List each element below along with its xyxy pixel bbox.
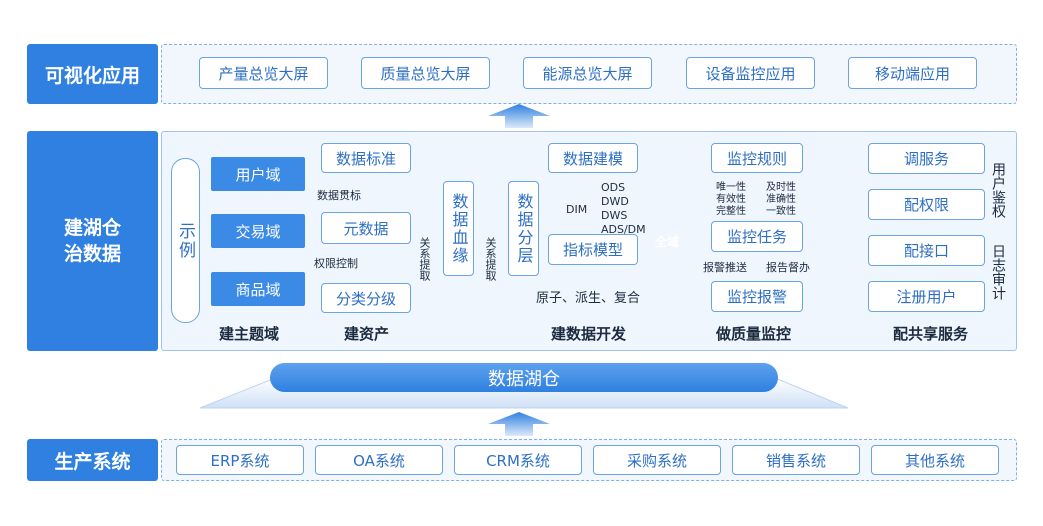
app-energy-dashboard[interactable]: 能源总览大屏 bbox=[523, 57, 652, 89]
props-right: 及时性 准确性 一致性 bbox=[766, 182, 796, 217]
share-call-service[interactable]: 调服务 bbox=[868, 143, 985, 174]
domain-product[interactable]: 商品域 bbox=[211, 272, 305, 306]
domain-user[interactable]: 用户域 bbox=[211, 157, 305, 191]
layer-box[interactable]: 数据分层 bbox=[508, 181, 539, 276]
up-arrow-top bbox=[488, 104, 550, 128]
modeling-box[interactable]: 数据建模 bbox=[548, 143, 638, 173]
side-auth: 用户鉴权 bbox=[990, 162, 1006, 218]
system-erp[interactable]: ERP系统 bbox=[176, 445, 304, 475]
metadata-box[interactable]: 元数据 bbox=[321, 212, 411, 244]
caption-asset: 建资产 bbox=[344, 325, 390, 343]
app-quality-dashboard[interactable]: 质量总览大屏 bbox=[361, 57, 490, 89]
note-extract-2: 关系提取 bbox=[484, 237, 497, 281]
note-extract-1: 关系提取 bbox=[418, 237, 431, 281]
system-other[interactable]: 其他系统 bbox=[871, 445, 999, 475]
lineage-box[interactable]: 数据血缘 bbox=[443, 181, 474, 276]
classify-box[interactable]: 分类分级 bbox=[321, 283, 411, 313]
metric-types: 原子、派生、复合 bbox=[536, 291, 641, 306]
caption-quality: 做质量监控 bbox=[716, 325, 792, 343]
share-register-user[interactable]: 注册用户 bbox=[868, 281, 985, 312]
share-config-interface[interactable]: 配接口 bbox=[868, 235, 985, 266]
system-oa[interactable]: OA系统 bbox=[315, 445, 443, 475]
note-supervise: 报告督办 bbox=[766, 261, 810, 274]
note-permission: 权限控制 bbox=[314, 257, 358, 270]
app-mobile[interactable]: 移动端应用 bbox=[848, 57, 977, 89]
metric-model-box[interactable]: 指标模型 bbox=[548, 234, 638, 265]
side-audit: 日志审计 bbox=[990, 244, 1006, 300]
global-arrow-label: 全域 bbox=[655, 235, 680, 249]
lake-pill: 数据湖仓 bbox=[270, 363, 778, 392]
app-equipment-monitor[interactable]: 设备监控应用 bbox=[686, 57, 815, 89]
bottom-layer-label: 生产系统 bbox=[27, 439, 158, 481]
caption-share: 配共享服务 bbox=[893, 325, 969, 343]
up-arrow-bottom bbox=[488, 412, 550, 436]
top-layer-label: 可视化应用 bbox=[27, 44, 158, 104]
caption-dev: 建数据开发 bbox=[551, 325, 627, 343]
dim-label: DIM bbox=[566, 203, 588, 216]
app-production-dashboard[interactable]: 产量总览大屏 bbox=[199, 57, 328, 89]
note-consistency: 数据贯标 bbox=[317, 189, 361, 202]
layers-list: ODS DWD DWS ADS/DM bbox=[601, 181, 646, 236]
system-purchase[interactable]: 采购系统 bbox=[593, 445, 721, 475]
monitor-rule-box[interactable]: 监控规则 bbox=[711, 143, 803, 173]
example-pill: 示例 bbox=[171, 158, 200, 323]
system-crm[interactable]: CRM系统 bbox=[454, 445, 582, 475]
share-config-permission[interactable]: 配权限 bbox=[868, 189, 985, 220]
monitor-task-box[interactable]: 监控任务 bbox=[711, 221, 803, 252]
system-sales[interactable]: 销售系统 bbox=[732, 445, 860, 475]
note-push: 报警推送 bbox=[703, 261, 747, 274]
props-left: 唯一性 有效性 完整性 bbox=[716, 182, 746, 217]
caption-domain: 建主题域 bbox=[219, 325, 280, 343]
data-standard-box[interactable]: 数据标准 bbox=[321, 143, 411, 173]
domain-transaction[interactable]: 交易域 bbox=[211, 214, 305, 248]
middle-layer-label: 建湖仓 治数据 bbox=[27, 131, 158, 351]
monitor-alarm-box[interactable]: 监控报警 bbox=[711, 281, 803, 312]
